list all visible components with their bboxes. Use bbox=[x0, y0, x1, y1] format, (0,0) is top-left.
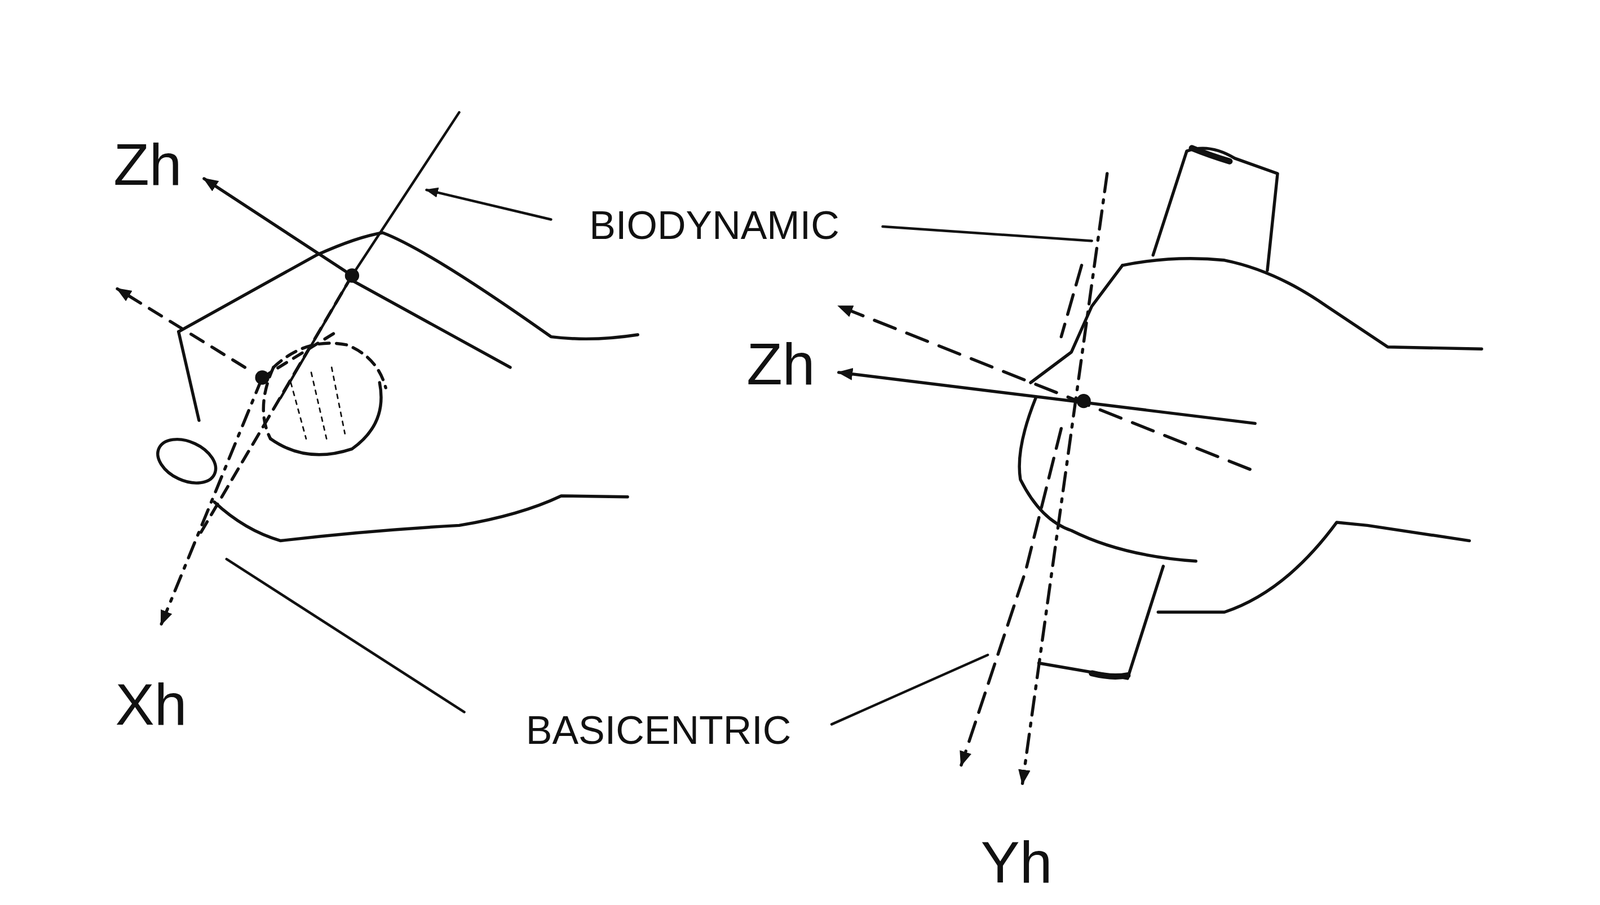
left-axes bbox=[117, 112, 551, 713]
system-label: BASICENTRIC bbox=[522, 709, 795, 752]
right-axes bbox=[831, 173, 1255, 784]
axis-label: Zh bbox=[743, 333, 819, 395]
left-hand bbox=[150, 232, 638, 542]
right-hand bbox=[1019, 148, 1482, 679]
axis-label: Xh bbox=[111, 674, 190, 736]
axis-label: Zh bbox=[109, 134, 185, 196]
axis-label: Yh bbox=[977, 832, 1056, 894]
system-label: BIODYNAMIC bbox=[585, 204, 843, 247]
